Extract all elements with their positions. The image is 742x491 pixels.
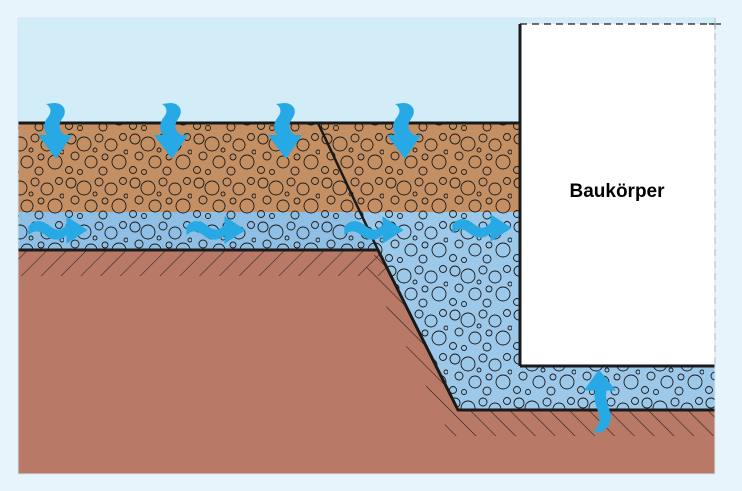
building-label: Baukörper <box>569 181 665 202</box>
frame <box>17 17 716 475</box>
building-body <box>520 24 715 366</box>
ground-contact-line <box>18 248 715 412</box>
gravel-texture-top <box>18 123 520 250</box>
ground-hatch-bottom <box>438 410 715 436</box>
ground-hatch-flat <box>18 250 390 276</box>
ground-hatch-slope <box>366 250 458 410</box>
gravel-texture-fill <box>378 250 715 410</box>
